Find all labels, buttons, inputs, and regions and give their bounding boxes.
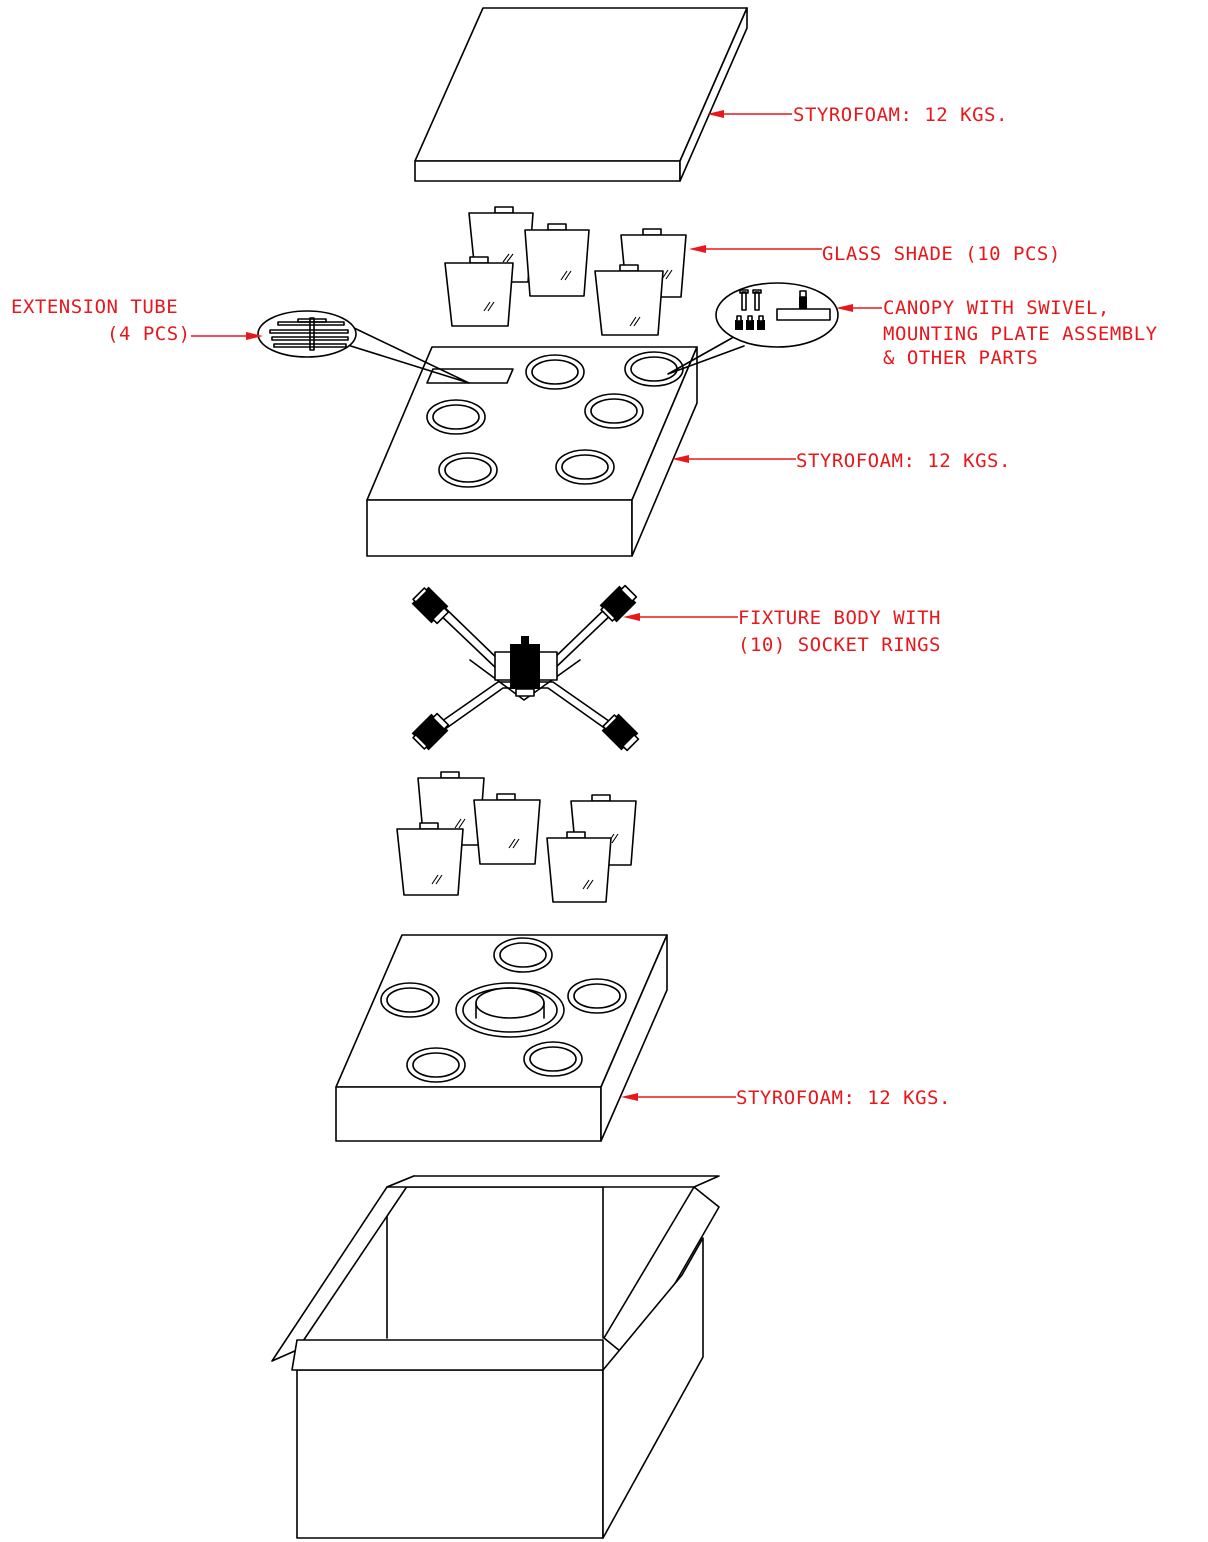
label-glass-shade: GLASS SHADE (10 PCS) [822, 243, 1061, 265]
glass-shade [396, 822, 464, 896]
label-extension-tube-line1: EXTENSION TUBE [11, 296, 178, 318]
styrofoam-middle-block [366, 346, 698, 557]
fixture-body [411, 584, 640, 752]
glass-shade [444, 256, 514, 327]
label-canopy-line2: MOUNTING PLATE ASSEMBLY [883, 323, 1158, 345]
shade-hole [525, 354, 585, 390]
cardboard-box [271, 1175, 720, 1539]
glass-shade [473, 793, 541, 865]
label-extension-tube-line2: (4 PCS) [107, 323, 191, 345]
center-body-icon [494, 636, 558, 697]
callout-leaders [191, 110, 882, 1101]
glass-shade [524, 223, 590, 297]
glass-shades-upper [444, 206, 687, 336]
extension-tube-icon [269, 317, 349, 351]
glass-shade [546, 831, 612, 903]
extension-tube-callout [257, 310, 470, 384]
callout-labels: STYROFOAM: 12 KGS. GLASS SHADE (10 PCS) … [11, 104, 1158, 1109]
shade-hole [584, 393, 644, 429]
canopy-callout [667, 282, 839, 375]
label-styrofoam-top: STYROFOAM: 12 KGS. [793, 104, 1008, 126]
shade-hole [426, 399, 486, 435]
wire-nut-icon [735, 315, 765, 330]
styrofoam-bottom-block [335, 934, 668, 1142]
shade-hole [406, 1047, 466, 1083]
socket-ring-icon [411, 712, 450, 751]
label-canopy-line3: & OTHER PARTS [883, 347, 1038, 369]
shade-hole [555, 449, 615, 485]
socket-ring-icon [599, 584, 638, 623]
socket-ring-icon [411, 586, 450, 625]
label-canopy-line1: CANOPY WITH SWIVEL, [883, 297, 1110, 319]
socket-ring-icon [601, 713, 640, 752]
label-styrofoam-bottom: STYROFOAM: 12 KGS. [736, 1087, 951, 1109]
shade-hole [493, 937, 553, 973]
glass-shade [594, 264, 664, 336]
shade-hole [438, 452, 498, 488]
label-fixture-line2: (10) SOCKET RINGS [738, 634, 941, 656]
label-styrofoam-middle: STYROFOAM: 12 KGS. [796, 450, 1011, 472]
shade-hole [380, 982, 440, 1018]
glass-shades-lower [396, 771, 637, 903]
shade-hole [523, 1041, 583, 1077]
screw-icon [752, 289, 762, 311]
mounting-plate-icon [776, 290, 831, 321]
shade-hole [567, 978, 627, 1014]
center-canopy-hole [455, 982, 565, 1038]
styrofoam-top-slab [414, 7, 748, 182]
label-fixture-line1: FIXTURE BODY WITH [738, 607, 941, 629]
screw-icon [739, 289, 749, 311]
